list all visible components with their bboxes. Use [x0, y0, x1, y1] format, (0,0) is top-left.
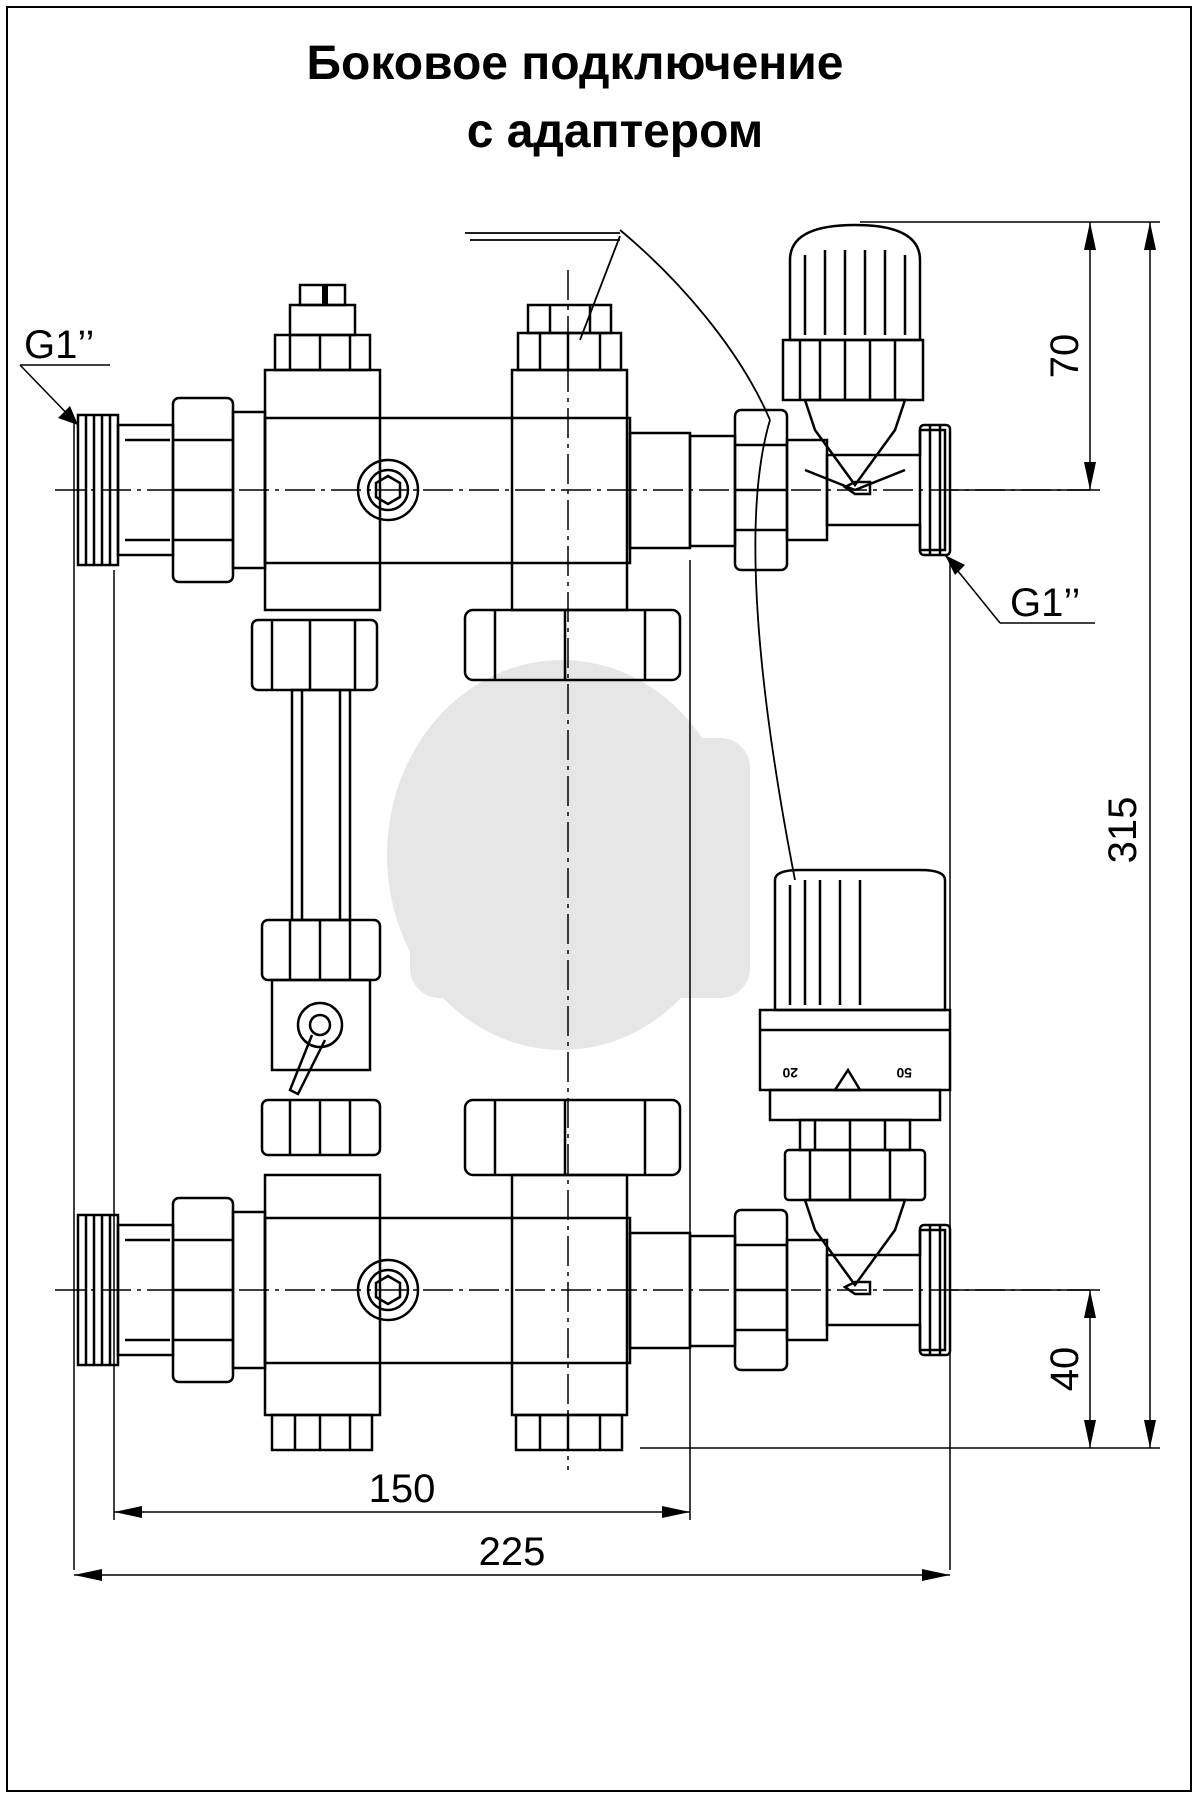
left-bypass-pipe — [260, 688, 382, 1157]
top-hex-plug — [356, 458, 420, 522]
top-thermometer-head — [788, 223, 922, 342]
dimension-lines — [19, 221, 1160, 1581]
thermostat-mark-low: 20 — [782, 1065, 798, 1081]
dim-total-height: 315 — [1101, 797, 1145, 864]
bottom-upper-nuts — [463, 1098, 682, 1177]
top-thermometer-nut — [781, 338, 925, 402]
bottom-right-valve-body — [510, 1173, 629, 1417]
capillary-tube — [465, 229, 796, 881]
top-manifold — [76, 223, 952, 612]
bottom-left-valve-body — [263, 1173, 382, 1417]
thermostatic-head — [758, 868, 952, 1202]
dim-top-offset: 70 — [1043, 334, 1087, 379]
center-lines — [55, 270, 1090, 1470]
thermostat-mark-high: 50 — [896, 1065, 912, 1081]
dim-inner-width: 150 — [369, 1467, 436, 1511]
thread-label-right: G1’’ — [1010, 581, 1080, 625]
ball-valve-handle-pivot — [296, 1001, 344, 1049]
title-line-1: Боковое подключение — [306, 37, 844, 90]
ball-valve-lever — [288, 1034, 327, 1096]
dim-bottom-offset: 40 — [1043, 1347, 1087, 1392]
thread-label-left: G1’’ — [24, 323, 94, 367]
bottom-manifold — [76, 1173, 952, 1452]
title-line-2: с адаптером — [466, 105, 764, 158]
dim-total-width: 225 — [479, 1530, 546, 1574]
drawing-frame — [6, 6, 1192, 1792]
bottom-hex-plug — [356, 1258, 420, 1322]
pump-silhouette — [387, 660, 750, 1050]
